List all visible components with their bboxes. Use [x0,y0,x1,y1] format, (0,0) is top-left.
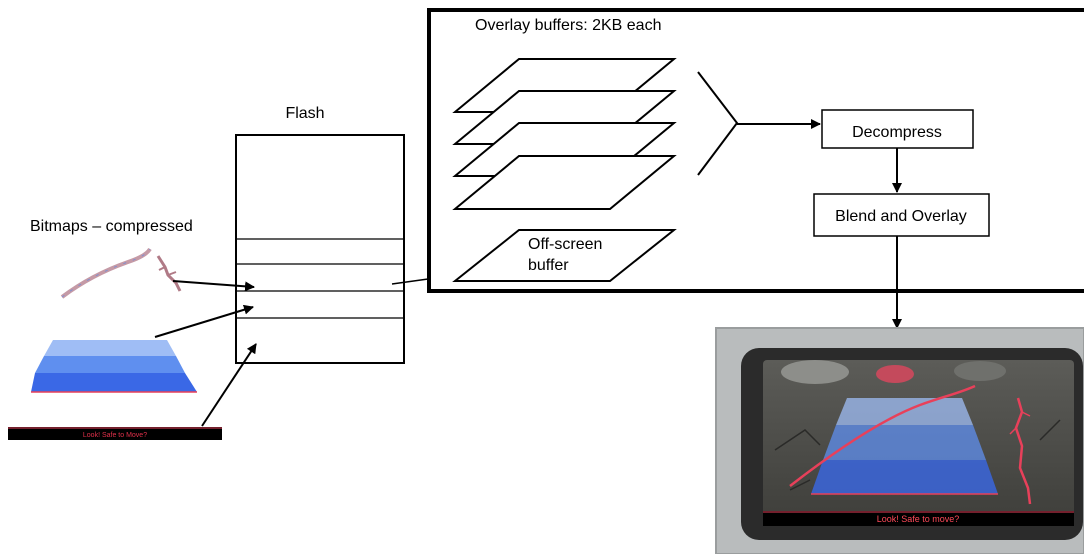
display-photo: Look! Safe to move? [715,327,1084,554]
bitmaps-label: Bitmaps – compressed [30,218,193,235]
blend-overlay-box [813,193,990,237]
overlay-buffer-stack [452,58,677,210]
flash-to-buffers-connector [391,278,429,285]
warning-banner-bitmap: Look! Safe to Move? [8,427,222,440]
offscreen-buffer: Off-screen buffer [452,229,677,282]
offscreen-label-1: Off-screen [528,236,602,253]
flash-label: Flash [285,105,324,122]
blend-overlay-label: Blend and Overlay [835,208,967,225]
offscreen-label-2: buffer [528,257,569,274]
decompress-label: Decompress [852,124,942,141]
arrow-trapezoid-to-flash [154,304,254,338]
banner-text: Look! Safe to Move? [83,432,147,439]
flash-memory-block [235,134,405,364]
arrow-curves-to-flash [172,280,255,292]
arrow-banner-to-flash [201,343,257,427]
screen-warning-text: Look! Safe to move? [877,514,960,524]
small-guide-bitmap [156,255,182,292]
trapezoid-bitmap [31,340,197,393]
decompress-box [821,109,974,149]
overlay-buffers-label: Overlay buffers: 2KB each [475,17,661,34]
curved-guide-bitmap [60,247,152,299]
